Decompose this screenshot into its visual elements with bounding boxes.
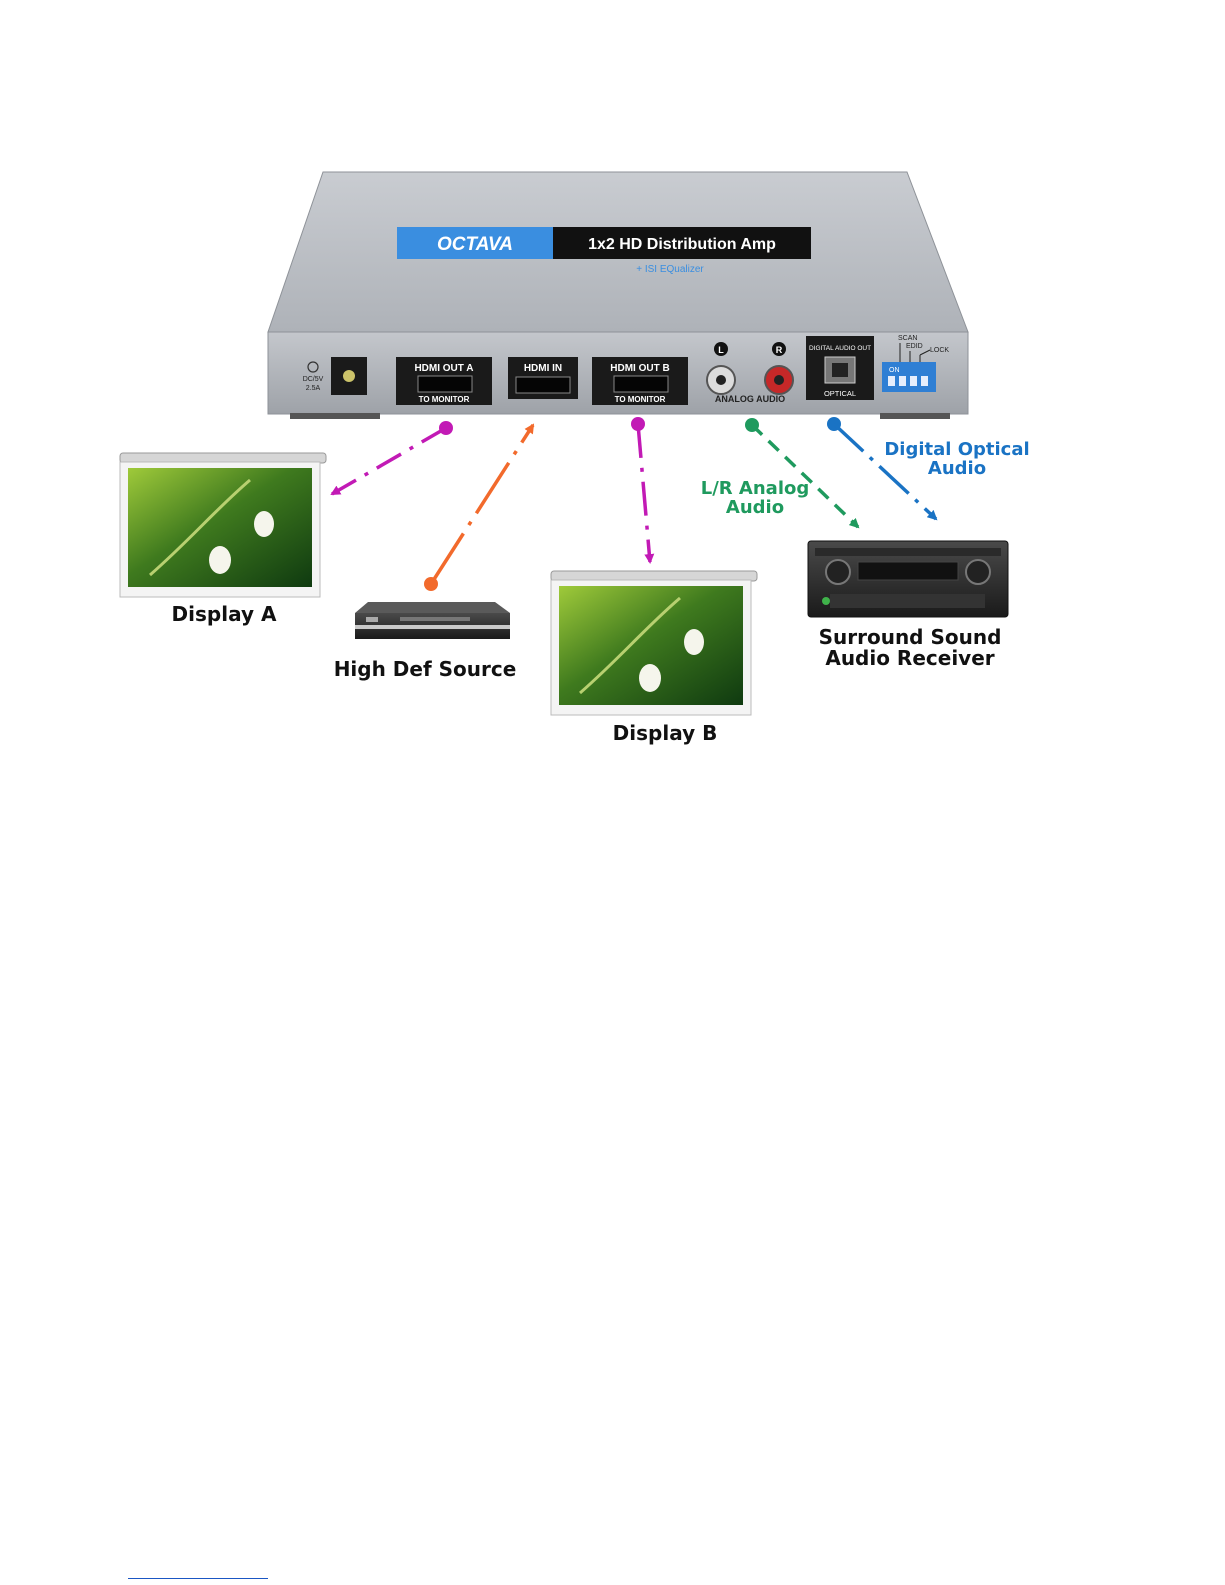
source-label: High Def Source	[330, 659, 520, 679]
analog-audio-label: ANALOG AUDIO	[715, 394, 785, 404]
brand-logo: OCTAVA	[437, 234, 513, 255]
power-label-1: DC/5V	[303, 376, 324, 383]
hdmi-out-a-label: HDMI OUT A	[414, 363, 473, 374]
receiver-label-line1: Surround Sound	[805, 627, 1015, 647]
receiver-label: Surround Sound Audio Receiver	[805, 627, 1015, 668]
switch-edid-label: EDID	[906, 343, 923, 350]
hdmi-out-b-sublabel: TO MONITOR	[615, 395, 666, 404]
high-def-source	[355, 602, 510, 639]
receiver-label-line2: Audio Receiver	[805, 648, 1015, 668]
hdmi-out-b-port: HDMI OUT B TO MONITOR	[592, 357, 688, 405]
display-b-label: Display B	[600, 723, 730, 743]
hdmi-out-b-socket[interactable]	[614, 376, 668, 392]
optical-port: DIGITAL AUDIO OUT OPTICAL	[806, 336, 874, 400]
display-a-label: Display A	[162, 604, 286, 624]
power-label-2: 2.5A	[306, 385, 321, 392]
analog-audio-label: L/R Analog Audio	[700, 480, 810, 517]
display-b	[551, 571, 757, 715]
audio-right-label: R	[776, 345, 783, 355]
footer-rule	[128, 1578, 268, 1579]
optical-audio-label: Digital Optical Audio	[882, 441, 1032, 478]
hdmi-out-a-sublabel: TO MONITOR	[419, 395, 470, 404]
digital-audio-out-label: DIGITAL AUDIO OUT	[809, 345, 871, 352]
switch-on-label: ON	[889, 367, 900, 374]
hdmi-out-a-socket[interactable]	[418, 376, 472, 392]
connection-hdmi-out-a	[332, 421, 453, 494]
display-a	[120, 453, 326, 597]
audio-receiver	[808, 541, 1008, 617]
hdmi-in-label: HDMI IN	[524, 363, 562, 374]
connection-hdmi-out-b	[631, 417, 650, 562]
switch-scan-label: SCAN	[898, 335, 917, 342]
hdmi-out-b-label: HDMI OUT B	[610, 363, 669, 374]
hdmi-in-port: HDMI IN	[508, 357, 578, 399]
analog-label-line1: L/R Analog	[700, 480, 810, 498]
distribution-amp-device: OCTAVA 1x2 HD Distribution Amp + ISI EQu…	[268, 172, 968, 419]
switch-lock-label: LOCK	[930, 347, 949, 354]
analog-label-line2: Audio	[700, 499, 810, 517]
hdmi-in-socket[interactable]	[516, 377, 570, 393]
optical-label-line1: Digital Optical	[882, 441, 1032, 459]
model-name: 1x2 HD Distribution Amp	[588, 236, 776, 253]
optical-label: OPTICAL	[824, 389, 856, 398]
hdmi-out-a-port: HDMI OUT A TO MONITOR	[396, 357, 492, 405]
connection-hdmi-in	[424, 425, 533, 591]
optical-label-line2: Audio	[882, 460, 1032, 478]
device-subtitle: + ISI EQualizer	[636, 264, 704, 275]
audio-left-label: L	[718, 345, 724, 355]
